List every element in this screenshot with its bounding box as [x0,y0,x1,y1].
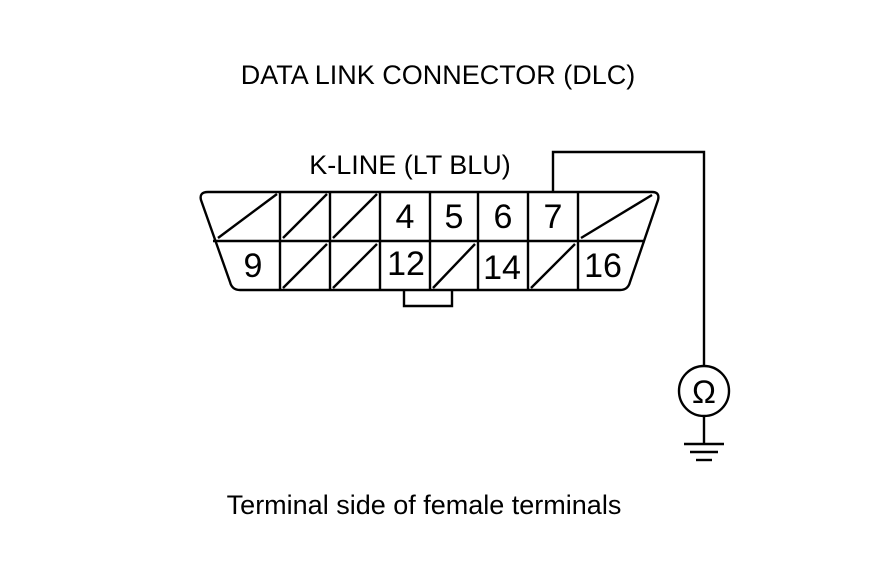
pin-14-label: 14 [483,249,521,287]
pin-7-label: 7 [544,198,563,236]
unused-pin-8 [580,193,653,240]
test-lead-wire [551,150,706,366]
diagram-title: DATA LINK CONNECTOR (DLC) [241,60,636,90]
pin-16-label: 16 [584,247,622,285]
unused-pin-15 [530,243,576,289]
k-line-label: K-LINE (LT BLU) [309,150,511,180]
dlc-connector: 4 5 6 7 9 12 14 16 [199,190,660,308]
unused-pin-2 [282,193,328,239]
pin-6-label: 6 [494,198,513,236]
pin-4-label: 4 [396,198,415,236]
ohm-icon: Ω [692,374,716,410]
ground-icon [684,416,724,462]
unused-pin-11 [332,243,378,289]
unused-pin-10 [282,243,328,289]
unused-pin-13 [432,243,476,289]
unused-pin-1 [217,193,278,239]
pin-5-label: 5 [445,198,464,236]
diagram-caption: Terminal side of female terminals [227,490,622,520]
pin-12-label: 12 [387,245,425,283]
unused-pin-3 [332,193,378,239]
connector-outline [199,190,660,292]
pin-9-label: 9 [244,247,263,285]
connector-key [402,290,454,308]
ohmmeter: Ω [677,364,731,418]
